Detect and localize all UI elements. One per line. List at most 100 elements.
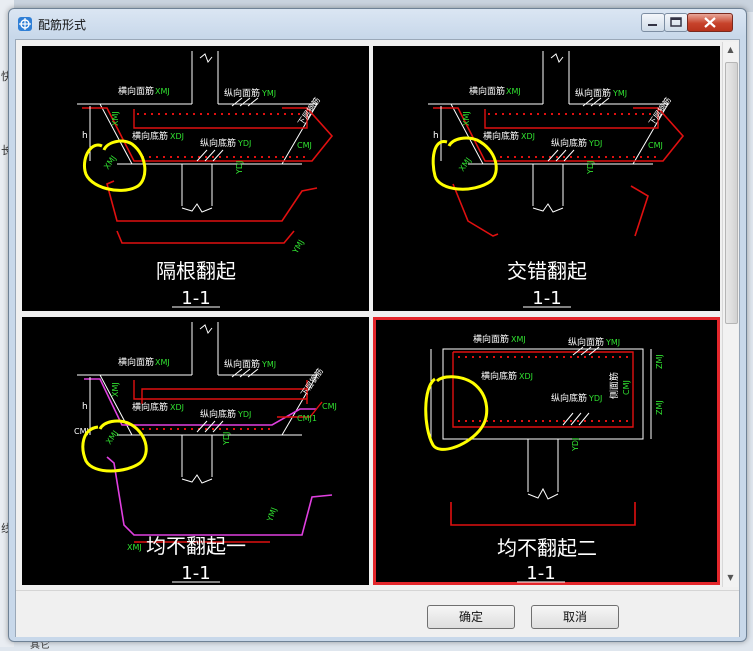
label-top-trans-code: XMJ (506, 87, 521, 96)
label-top-long-code: YMJ (261, 89, 276, 98)
dialog-client: h 横向面筋 XMJ 纵向面筋 YMJ 横向底筋 XDJ 纵向底筋 YDJ CM… (15, 39, 740, 637)
option-panel-3[interactable]: h 横向面筋 XMJ 纵向面筋 YMJ 横向底筋 XDJ 纵向底筋 YDJ CM… (22, 317, 369, 585)
minimize-button[interactable] (641, 13, 665, 32)
highlight-circle (81, 419, 148, 473)
label-side: 下层钢筋 (298, 366, 325, 398)
label-ymj-slant: YMJ (290, 238, 305, 256)
label-xmj-slant: XMJ (102, 154, 118, 171)
label-top-long: 纵向面筋 (568, 336, 604, 348)
label-cmj: CMJ (648, 141, 663, 150)
scroll-thumb[interactable] (725, 62, 738, 324)
section-label: 1-1 (181, 288, 210, 309)
section-label: 1-1 (526, 563, 555, 584)
label-cmj: CMJ (322, 402, 337, 411)
label-bot-trans-code: XDJ (170, 132, 184, 141)
option-panel-2[interactable]: h 横向面筋 XMJ 纵向面筋 YMJ 横向底筋 XDJ 纵向底筋 YDJ CM… (373, 46, 720, 311)
background-fragment: 线 (1, 522, 12, 535)
background-bottom-text: 其它 (30, 640, 50, 651)
label-bot-long-code: YDJ (588, 139, 602, 148)
label-top-long: 纵向面筋 (224, 358, 260, 370)
label-bot-trans: 横向底筋 (483, 130, 519, 142)
window-title: 配筋形式 (38, 18, 87, 32)
label-cmj: CMJ (297, 141, 312, 150)
close-icon (704, 17, 716, 28)
label-bot-long: 纵向底筋 (200, 408, 236, 420)
label-zmj-bottom: ZMJ (655, 400, 664, 415)
cancel-button[interactable]: 取消 (531, 605, 619, 629)
label-top-trans: 横向面筋 (118, 85, 154, 97)
label-bot-trans-code: XDJ (519, 372, 533, 381)
option-panel-4[interactable]: 横向面筋 XMJ 纵向面筋 YMJ 横向底筋 XDJ 纵向底筋 YDJ 侧面筋 … (373, 317, 720, 585)
rebar-drawing: h 横向面筋 XMJ 纵向面筋 YMJ 横向底筋 XDJ 纵向底筋 YDJ CM… (77, 51, 334, 309)
label-ydj-v: YDJ (222, 432, 231, 446)
rebar-drawing: 横向面筋 XMJ 纵向面筋 YMJ 横向底筋 XDJ 纵向底筋 YDJ 侧面筋 … (424, 333, 664, 584)
maximize-button[interactable] (664, 13, 688, 32)
h-label: h (433, 131, 439, 141)
highlight-circle (424, 375, 489, 451)
button-bar: 确定 取消 (16, 590, 739, 637)
label-ydj-v: YDJ (571, 438, 580, 452)
label-xmj-v: XMJ (111, 111, 120, 126)
label-top-trans: 横向面筋 (118, 356, 154, 368)
minimize-icon (648, 24, 657, 26)
h-label: h (82, 131, 88, 141)
label-bot-long: 纵向底筋 (551, 392, 587, 404)
background-fragment: 长 (1, 144, 12, 157)
scroll-up-icon[interactable]: ▲ (727, 45, 734, 54)
panel-title: 均不翻起一 (146, 534, 246, 558)
label-cmj: CMJ (622, 380, 631, 395)
label-xmj-slant: XMJ (457, 156, 473, 173)
vertical-scrollbar[interactable]: ▲ ▼ (722, 42, 738, 587)
label-top-long-code: YMJ (612, 89, 627, 98)
label-top-long-code: YMJ (261, 360, 276, 369)
label-ydj-v: YDJ (235, 161, 244, 175)
label-top-long: 纵向面筋 (224, 87, 260, 99)
option-panel-1[interactable]: h 横向面筋 XMJ 纵向面筋 YMJ 横向底筋 XDJ 纵向底筋 YDJ CM… (22, 46, 369, 311)
maximize-icon (670, 17, 682, 27)
label-zmj-top: ZMJ (655, 354, 664, 369)
label-side: 下层钢筋 (646, 95, 673, 127)
label-top-trans-code: XMJ (511, 335, 526, 344)
title-bar[interactable]: 配筋形式 (9, 9, 746, 39)
background-fragment: 快 (1, 70, 12, 83)
scroll-down-icon[interactable]: ▼ (727, 573, 734, 582)
rebar-drawing: h 横向面筋 XMJ 纵向面筋 YMJ 横向底筋 XDJ 纵向底筋 YDJ CM… (74, 322, 337, 584)
label-xmj-bottom: XMJ (127, 543, 142, 552)
option-grid: h 横向面筋 XMJ 纵向面筋 YMJ 横向底筋 XDJ 纵向底筋 YDJ CM… (19, 42, 720, 587)
highlight-circle (431, 136, 498, 191)
label-bot-long: 纵向底筋 (551, 137, 587, 149)
label-bot-trans-code: XDJ (521, 132, 535, 141)
label-ymj-slant: YMJ (265, 506, 279, 523)
close-button[interactable] (687, 13, 733, 32)
label-bot-long: 纵向底筋 (200, 137, 236, 149)
h-label: h (82, 402, 88, 412)
label-ydj-v: YDJ (586, 161, 595, 175)
rebar-drawing: h 横向面筋 XMJ 纵向面筋 YMJ 横向底筋 XDJ 纵向底筋 YDJ CM… (428, 51, 685, 309)
label-top-long-code: YMJ (605, 338, 620, 347)
label-bot-long-code: YDJ (237, 139, 251, 148)
label-xmj-v: XMJ (462, 111, 471, 126)
section-label: 1-1 (532, 288, 561, 309)
app-icon (18, 17, 32, 31)
label-xmj-slant: XMJ (104, 429, 120, 446)
panel-title: 均不翻起二 (497, 536, 597, 560)
label-bot-trans: 横向底筋 (481, 370, 517, 382)
label-side: 下层钢筋 (295, 95, 322, 127)
label-cmj-side: CMJ (74, 427, 89, 436)
label-bot-long-code: YDJ (588, 394, 602, 403)
highlight-circle (82, 139, 147, 192)
label-bot-trans: 横向底筋 (132, 401, 168, 413)
label-top-trans-code: XMJ (155, 358, 170, 367)
label-top-trans: 横向面筋 (473, 333, 509, 345)
label-top-trans-code: XMJ (155, 87, 170, 96)
section-label: 1-1 (181, 563, 210, 584)
label-top-trans: 横向面筋 (469, 85, 505, 97)
label-bot-long-code: YDJ (237, 410, 251, 419)
label-cmj1: CMJ1 (297, 414, 317, 423)
label-side-face: 侧面筋 (608, 372, 620, 399)
label-xmj-v: XMJ (111, 382, 120, 397)
dialog-window: 配筋形式 (8, 8, 747, 642)
ok-button[interactable]: 确定 (427, 605, 515, 629)
panel-title: 隔根翻起 (156, 259, 236, 283)
panel-title: 交错翻起 (507, 259, 587, 283)
